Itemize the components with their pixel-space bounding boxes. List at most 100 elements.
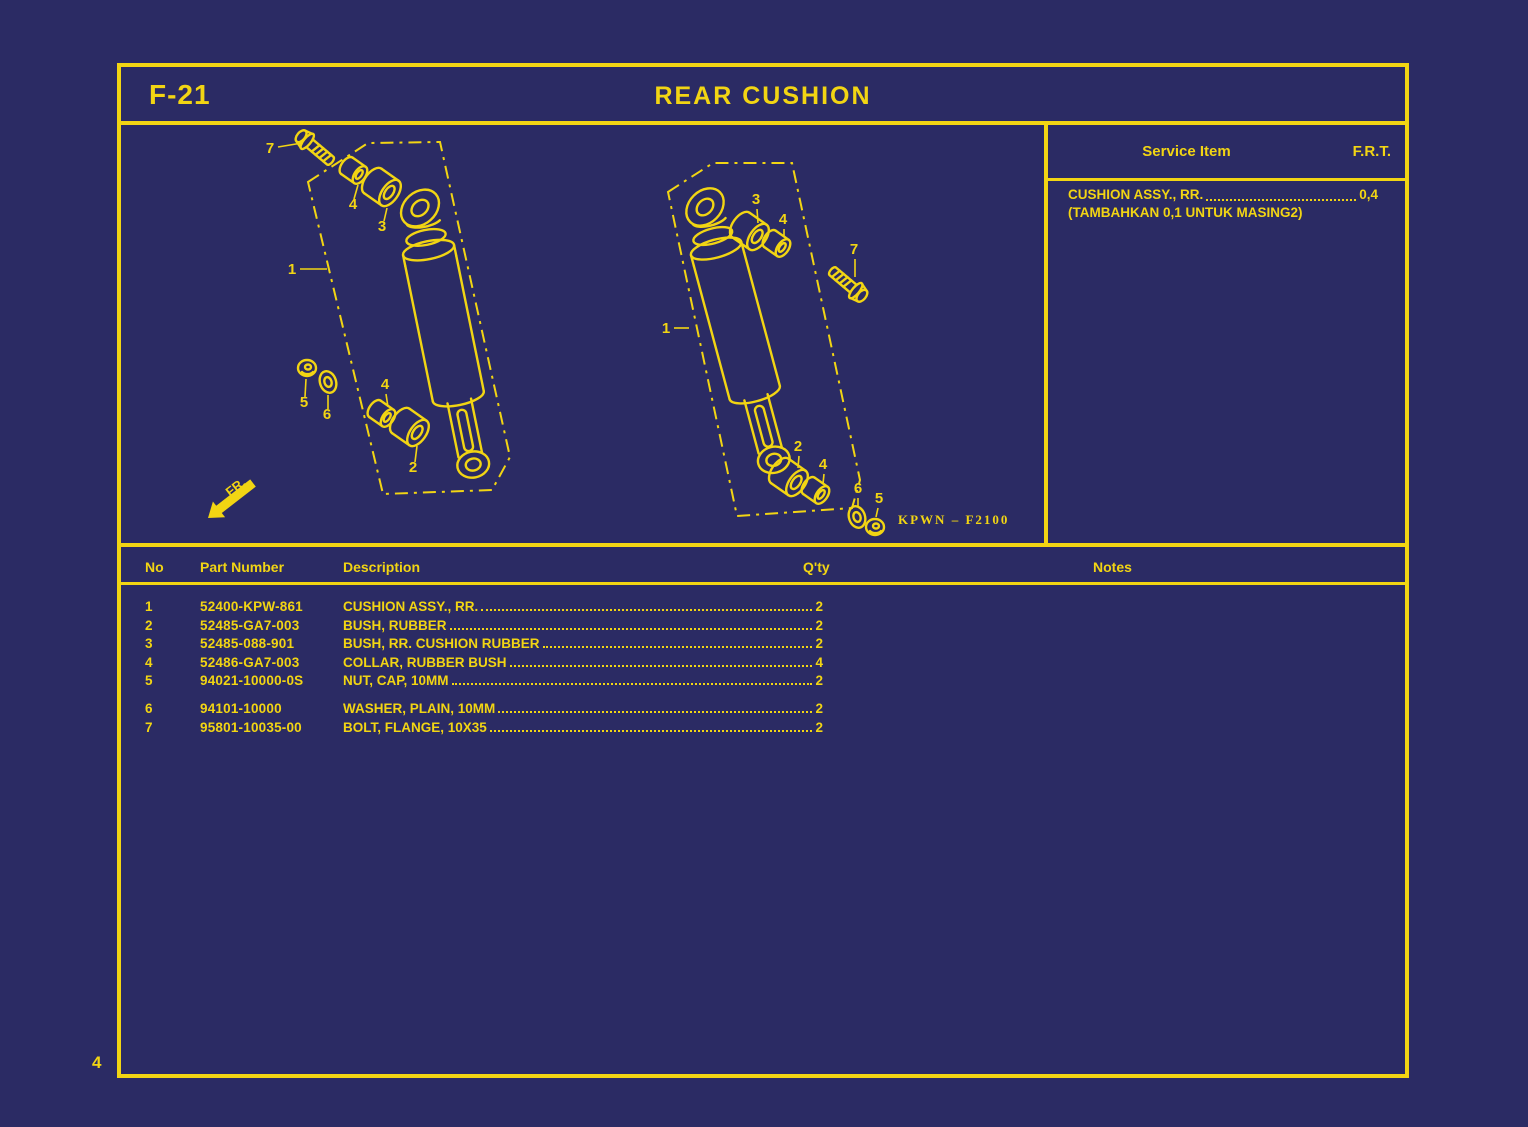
bush-drawing-left-top bbox=[356, 162, 407, 212]
dot-leader bbox=[449, 622, 813, 630]
part-description: BUSH, RUBBER bbox=[343, 617, 447, 633]
part-desc-qty: BUSH, RR. CUSHION RUBBER 2 bbox=[343, 636, 823, 651]
table-row: 4 52486-GA7-003 COLLAR, RUBBER BUSH 4 bbox=[117, 655, 1409, 674]
part-description: NUT, CAP, 10MM bbox=[343, 673, 449, 689]
column-header-notes: Notes bbox=[1093, 559, 1132, 575]
page-number: 4 bbox=[92, 1053, 102, 1072]
panel-divider bbox=[1044, 125, 1048, 545]
callout-4-left-bottom: 4 bbox=[381, 376, 390, 393]
part-description: WASHER, PLAIN, 10MM bbox=[343, 700, 496, 716]
part-desc-qty: WASHER, PLAIN, 10MM 2 bbox=[343, 701, 823, 716]
part-qty: 2 bbox=[815, 719, 823, 735]
service-item-title: Service Item bbox=[1142, 143, 1231, 160]
table-row: 5 94021-10000-0S NUT, CAP, 10MM 2 bbox=[117, 673, 1409, 692]
callout-6-right: 6 bbox=[854, 480, 862, 497]
part-qty: 2 bbox=[815, 617, 823, 633]
dot-leader bbox=[542, 640, 813, 649]
dot-leader bbox=[1206, 193, 1357, 201]
service-item-name: CUSHION ASSY., RR. bbox=[1068, 187, 1204, 202]
part-number: 52485-088-901 bbox=[200, 636, 295, 652]
section-code: F-21 bbox=[149, 79, 211, 110]
nut-drawing-right bbox=[864, 517, 886, 537]
bush-drawing-left-bottom bbox=[384, 402, 435, 452]
page-title: REAR CUSHION bbox=[654, 82, 872, 110]
callout-4-left-top: 4 bbox=[349, 196, 358, 213]
parts-table-body: 1 52400-KPW-861 CUSHION ASSY., RR. 2 2 5… bbox=[117, 599, 1409, 738]
column-header-part-number: Part Number bbox=[200, 559, 285, 575]
page-header: F-21 REAR CUSHION bbox=[117, 63, 1409, 125]
callout-2-right: 2 bbox=[794, 438, 802, 455]
part-description: BUSH, RR. CUSHION RUBBER bbox=[343, 636, 540, 652]
callout-6-left: 6 bbox=[323, 406, 331, 423]
callout-1-left: 1 bbox=[288, 261, 296, 278]
table-row: 7 95801-10035-00 BOLT, FLANGE, 10X35 2 bbox=[117, 720, 1409, 739]
callout-4-right-top: 4 bbox=[779, 211, 788, 228]
dot-leader bbox=[509, 659, 813, 667]
part-no: 2 bbox=[145, 617, 153, 633]
service-item-row: CUSHION ASSY., RR. 0,4 bbox=[1068, 186, 1378, 204]
part-description: BOLT, FLANGE, 10X35 bbox=[343, 719, 487, 735]
callout-4-right-bottom: 4 bbox=[819, 456, 828, 473]
part-qty: 2 bbox=[815, 673, 823, 689]
dot-leader bbox=[498, 705, 813, 713]
callout-3-right: 3 bbox=[752, 191, 760, 208]
part-qty: 2 bbox=[815, 636, 823, 652]
table-row: 2 52485-GA7-003 BUSH, RUBBER 2 bbox=[117, 618, 1409, 637]
callout-1-right: 1 bbox=[662, 320, 670, 337]
part-number: 94021-10000-0S bbox=[200, 673, 304, 689]
table-row: 6 94101-10000 WASHER, PLAIN, 10MM 2 bbox=[117, 701, 1409, 720]
column-header-qty: Q'ty bbox=[803, 559, 830, 575]
front-direction-label: FR. bbox=[223, 475, 249, 500]
table-row: 3 52485-088-901 BUSH, RR. CUSHION RUBBER… bbox=[117, 636, 1409, 655]
service-item-content: CUSHION ASSY., RR. 0,4 (TAMBAHKAN 0,1 UN… bbox=[1068, 186, 1378, 222]
dot-leader bbox=[451, 677, 813, 686]
dot-leader bbox=[481, 603, 813, 611]
part-qty: 4 bbox=[815, 654, 823, 670]
dot-leader bbox=[489, 724, 813, 732]
part-no: 7 bbox=[145, 719, 153, 735]
service-item-header: Service Item F.R.T. bbox=[1048, 125, 1405, 181]
bolt-drawing-left bbox=[290, 125, 340, 171]
part-no: 3 bbox=[145, 636, 153, 652]
part-description: CUSHION ASSY., RR. bbox=[343, 599, 479, 614]
part-number: 94101-10000 bbox=[200, 700, 282, 716]
part-desc-qty: BOLT, FLANGE, 10X35 2 bbox=[343, 720, 823, 735]
part-desc-qty: CUSHION ASSY., RR. 2 bbox=[343, 599, 823, 614]
front-direction-arrow-icon bbox=[208, 479, 256, 518]
part-description: COLLAR, RUBBER BUSH bbox=[343, 654, 507, 670]
part-desc-qty: NUT, CAP, 10MM 2 bbox=[343, 673, 823, 688]
service-item-frt-value: 0,4 bbox=[1359, 187, 1378, 202]
part-no: 5 bbox=[145, 673, 153, 689]
part-qty: 2 bbox=[815, 599, 823, 614]
row-gap bbox=[117, 692, 1409, 701]
parts-diagram: 7 4 3 1 5 6 4 2 3 4 7 1 2 4 6 5 KPWN – F… bbox=[208, 125, 1009, 537]
callout-3-left: 3 bbox=[378, 218, 386, 235]
frt-header: F.R.T. bbox=[1352, 143, 1391, 160]
part-no: 4 bbox=[145, 654, 153, 670]
callout-7-right: 7 bbox=[850, 241, 858, 258]
part-desc-qty: BUSH, RUBBER 2 bbox=[343, 618, 823, 633]
callout-leader-lines bbox=[277, 142, 879, 518]
nut-drawing-left bbox=[296, 358, 318, 378]
part-no: 6 bbox=[145, 700, 153, 716]
part-desc-qty: COLLAR, RUBBER BUSH 4 bbox=[343, 655, 823, 670]
collar-drawing-left-bottom bbox=[363, 396, 400, 431]
callout-5-right: 5 bbox=[875, 490, 883, 507]
service-item-note: (TAMBAHKAN 0,1 UNTUK MASING2) bbox=[1068, 205, 1303, 220]
right-panel-outline bbox=[666, 162, 862, 518]
rear-shock-drawing-left bbox=[388, 177, 502, 484]
column-header-no: No bbox=[145, 559, 164, 575]
parts-table-header: No Part Number Description Q'ty Notes bbox=[117, 543, 1409, 585]
part-number: 52400-KPW-861 bbox=[200, 599, 303, 614]
drawing-code: KPWN – F2100 bbox=[898, 512, 1009, 527]
part-number: 95801-10035-00 bbox=[200, 719, 302, 735]
bolt-drawing-right bbox=[823, 261, 873, 307]
part-no: 1 bbox=[145, 599, 153, 614]
column-header-description: Description bbox=[343, 559, 421, 575]
part-number: 52486-GA7-003 bbox=[200, 654, 300, 670]
washer-drawing-left bbox=[315, 367, 341, 397]
callout-2-left: 2 bbox=[409, 459, 417, 476]
part-number: 52485-GA7-003 bbox=[200, 617, 300, 633]
callout-7-left: 7 bbox=[266, 140, 274, 157]
